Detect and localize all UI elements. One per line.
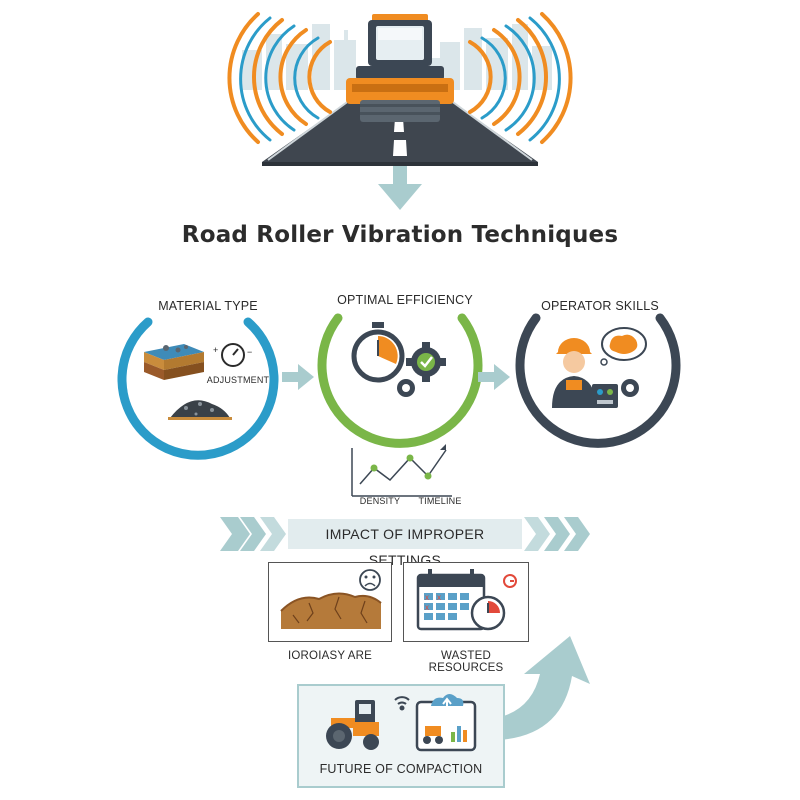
optimal-efficiency-circle — [317, 313, 483, 448]
tablet-cloud-icon — [415, 694, 477, 752]
svg-text:−: − — [247, 347, 252, 357]
road-roller-hero-illustration — [227, 12, 573, 210]
wifi-icon — [394, 696, 410, 711]
soil-layers-icon — [144, 344, 204, 380]
impact-1-label: IOROIASY ARE — [288, 650, 372, 662]
three-factor-circles: + − — [117, 313, 681, 497]
vibration-waves-left-icon — [227, 12, 332, 144]
density-timeline-graph — [351, 444, 452, 497]
impact-banner-background — [220, 517, 590, 551]
operator-skills-circle — [515, 313, 681, 448]
calendar-clock-icon: x x x — [416, 569, 517, 631]
optimal-efficiency-label: OPTIMAL EFFICIENCY — [337, 293, 473, 307]
sad-face-icon — [359, 569, 381, 591]
future-of-compaction-box: FUTURE OF COMPACTION — [297, 684, 505, 788]
compactor-roller-icon — [326, 700, 379, 750]
gauge-icon: + − — [213, 343, 252, 367]
cracked-ground-icon — [280, 569, 382, 629]
page-title: Road Roller Vibration Techniques — [181, 222, 619, 248]
operator-worker-icon — [552, 338, 596, 408]
small-gear-icon — [397, 379, 415, 397]
material-type-label: MATERIAL TYPE — [158, 299, 258, 313]
brain-thought-icon — [600, 327, 647, 366]
arrow-right-icon — [282, 364, 314, 390]
stopwatch-icon — [351, 322, 405, 383]
vibration-waves-right-icon — [468, 12, 573, 144]
future-label: FUTURE OF COMPACTION — [319, 762, 483, 776]
gravel-pile-icon — [168, 400, 232, 420]
gear-check-icon — [406, 342, 446, 382]
arrow-right-icon — [478, 364, 510, 390]
curved-arrow-icon — [480, 636, 590, 740]
road-roller-icon — [346, 14, 454, 122]
svg-text:x: x — [425, 593, 429, 602]
svg-text:x: x — [425, 603, 429, 612]
down-arrow-icon — [378, 166, 422, 210]
uneven-surface-box — [268, 562, 392, 642]
graph-y-label: TIMELINE — [418, 496, 462, 506]
svg-text:+: + — [213, 345, 218, 355]
material-type-circle — [117, 317, 279, 460]
graph-x-label: DENSITY — [359, 496, 401, 506]
adjustment-label: ADJUSTMENT — [206, 375, 270, 385]
impact-2-label: WASTED RESOURCES — [428, 650, 504, 674]
settings-gear-icon — [621, 379, 639, 397]
control-panel-icon — [592, 384, 618, 408]
operator-skills-label: OPERATOR SKILLS — [541, 299, 659, 313]
future-icons — [326, 694, 477, 752]
svg-text:x: x — [437, 593, 441, 602]
wasted-resources-box: x x x — [403, 562, 529, 642]
